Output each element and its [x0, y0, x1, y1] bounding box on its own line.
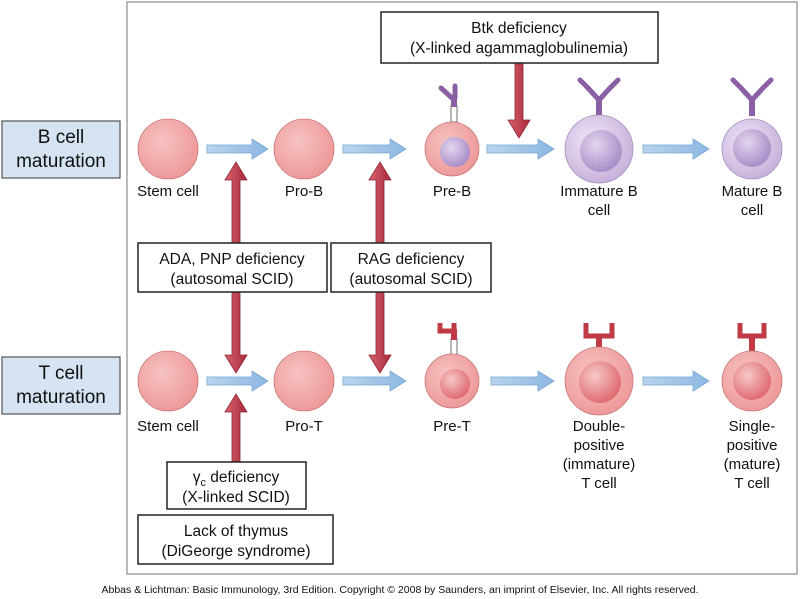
- t-flow-arrow-1: [206, 370, 269, 392]
- single-positive-t-cell: [721, 323, 783, 412]
- b-flow-arrow-1: [206, 138, 269, 160]
- b-stage-label-pre-b: Pre-B: [433, 183, 471, 200]
- pro-t-cell: [273, 350, 335, 412]
- ada-block-arrow-up: [224, 161, 248, 244]
- b-stage-label-stem: Stem cell: [137, 183, 199, 200]
- rag-deficiency-box: RAG deficiency (autosomal SCID): [330, 242, 492, 293]
- rag-line2: (autosomal SCID): [349, 271, 472, 288]
- pro-b-cell: [273, 118, 335, 180]
- b-cell-maturation-label: B cell maturation: [1, 120, 121, 179]
- t-stage-label-sp-2: positive: [727, 437, 778, 454]
- b-stage-label-mature-2: cell: [741, 202, 764, 219]
- thymus-line1: Lack of thymus: [184, 523, 288, 540]
- t-stage-label-dp-4: T cell: [581, 475, 617, 492]
- t-stage-label-stem: Stem cell: [137, 418, 199, 435]
- t-label-line2: maturation: [16, 387, 106, 408]
- btk-line1: Btk deficiency: [471, 20, 567, 37]
- t-stage-label-sp-4: T cell: [734, 475, 770, 492]
- b-flow-arrow-2: [342, 138, 407, 160]
- thymus-line2: (DiGeorge syndrome): [161, 543, 310, 560]
- t-stage-label-sp-3: (mature): [724, 456, 781, 473]
- rag-block-arrow-down: [368, 291, 392, 374]
- double-positive-t-cell: [564, 323, 634, 416]
- double-positive-receptor: [583, 323, 615, 350]
- t-stage-label-pre-t: Pre-T: [433, 418, 471, 435]
- mature-b-cell: [721, 77, 783, 180]
- b-label-line1: B cell: [38, 127, 84, 148]
- mature-b-receptor: [730, 77, 774, 116]
- rag-line1: RAG deficiency: [358, 251, 465, 268]
- immature-b-cell: [564, 77, 634, 184]
- b-label-line2: maturation: [16, 151, 106, 172]
- t-cell-maturation-label: T cell maturation: [1, 356, 121, 415]
- btk-deficiency-box: Btk deficiency (X-linked agammaglobuline…: [380, 11, 659, 64]
- ada-line1: ADA, PNP deficiency: [159, 251, 305, 268]
- b-flow-arrow-3: [486, 138, 555, 160]
- b-stem-cell: [137, 118, 199, 180]
- copyright-caption: Abbas & Lichtman: Basic Immunology, 3rd …: [102, 584, 699, 596]
- rag-block-arrow-up: [368, 161, 392, 244]
- t-stage-label-dp-2: positive: [574, 437, 625, 454]
- pre-t-receptor: [437, 323, 458, 356]
- t-stage-label-sp-1: Single-: [729, 418, 776, 435]
- pre-b-cell: [424, 83, 480, 177]
- t-flow-arrow-4: [642, 370, 710, 392]
- t-stage-label-dp-3: (immature): [563, 456, 636, 473]
- single-positive-receptor: [737, 323, 767, 352]
- t-flow-arrow-2: [342, 370, 407, 392]
- gamma-c-deficiency-box: γc deficiency (X-linked SCID): [166, 461, 307, 510]
- b-stage-label-mature-1: Mature B: [722, 183, 783, 200]
- immature-b-receptor: [577, 77, 621, 116]
- ada-line2: (autosomal SCID): [170, 271, 293, 288]
- t-stage-label-pro-t: Pro-T: [285, 418, 323, 435]
- t-stem-cell: [137, 350, 199, 412]
- t-label-line1: T cell: [38, 363, 83, 384]
- gamma-c-line1: γc deficiency: [193, 469, 280, 489]
- t-stage-label-dp-1: Double-: [573, 418, 626, 435]
- gamma-c-line2: (X-linked SCID): [182, 489, 290, 506]
- gamma-c-block-arrow: [224, 393, 248, 463]
- btk-block-arrow: [507, 63, 531, 139]
- b-stage-label-immature-1: Immature B: [560, 183, 638, 200]
- b-stage-label-immature-2: cell: [588, 202, 611, 219]
- t-flow-arrow-3: [490, 370, 555, 392]
- lack-of-thymus-box: Lack of thymus (DiGeorge syndrome): [137, 514, 334, 565]
- b-stage-label-pro-b: Pro-B: [285, 183, 323, 200]
- b-flow-arrow-4: [642, 138, 710, 160]
- ada-block-arrow-down: [224, 291, 248, 374]
- pre-t-cell: [424, 323, 480, 409]
- ada-pnp-deficiency-box: ADA, PNP deficiency (autosomal SCID): [137, 242, 328, 293]
- btk-line2: (X-linked agammaglobulinemia): [410, 40, 628, 57]
